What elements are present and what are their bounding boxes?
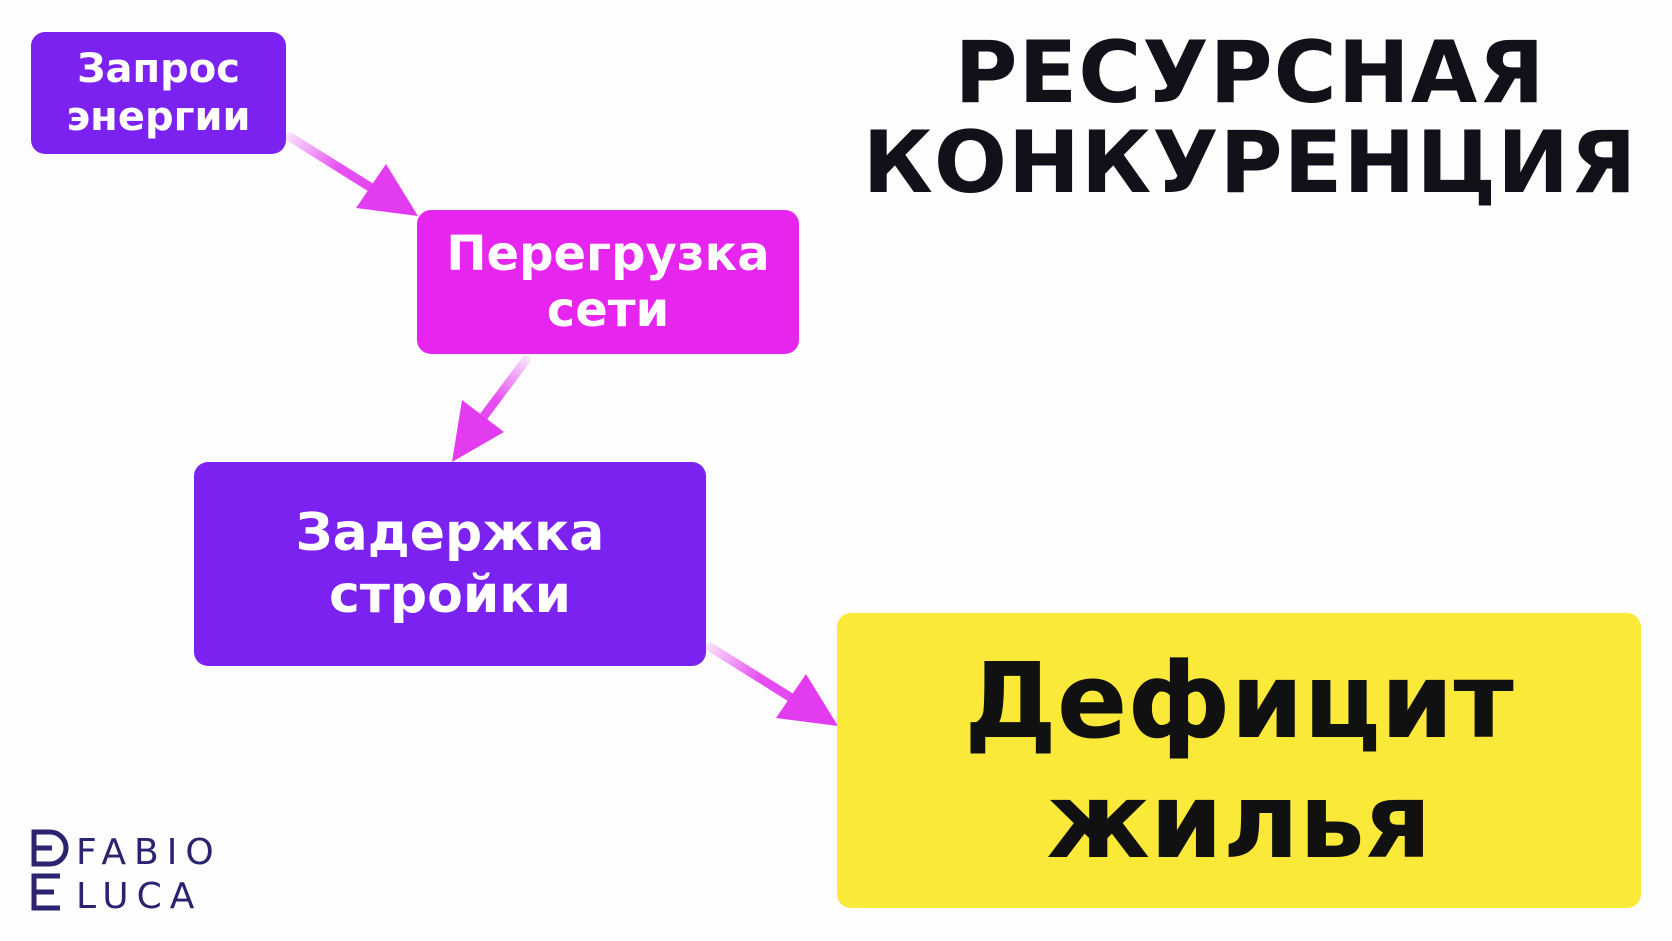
logo-e-mark xyxy=(31,873,60,911)
arrow-overload-to-delay xyxy=(452,355,531,462)
fabio-luca-logo: FABIO LUCA xyxy=(31,829,222,914)
node-construction-delay: Задержка стройки xyxy=(194,462,706,666)
node-grid-overload: Перегрузка сети xyxy=(417,210,799,354)
arrow-request-to-overload xyxy=(285,132,418,216)
logo-line-1: FABIO xyxy=(76,832,222,873)
page-title: РЕСУРСНАЯ КОНКУРЕНЦИЯ xyxy=(862,23,1638,213)
logo-line-2: LUCA xyxy=(76,876,202,914)
arrow-delay-to-deficit xyxy=(705,642,838,726)
node-housing-deficit: Дефицит жилья xyxy=(837,613,1641,908)
logo-d-mark xyxy=(31,829,69,867)
node-energy-request: Запрос энергии xyxy=(31,32,286,154)
